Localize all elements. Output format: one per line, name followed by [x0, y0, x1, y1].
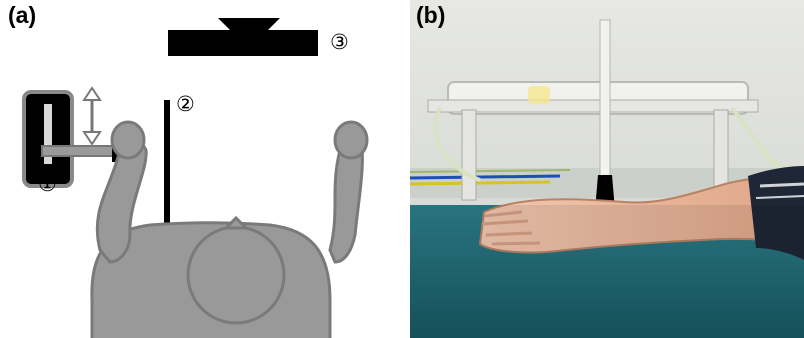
person-top-view: [92, 122, 367, 338]
top-device: [168, 18, 318, 56]
panel-label-b: (b): [416, 4, 445, 27]
panel-label-a: (a): [8, 4, 36, 27]
double-headed-arrow-icon: [84, 88, 100, 144]
panel-b-photo: (b): [410, 0, 804, 338]
callout-1: ①: [38, 174, 57, 195]
panel-a-schematic: (a) ① ② ③: [0, 0, 410, 338]
callout-3: ③: [330, 32, 349, 53]
barrier-line: [164, 100, 170, 226]
photo-drawing: [410, 0, 804, 338]
callout-2: ②: [176, 94, 195, 115]
